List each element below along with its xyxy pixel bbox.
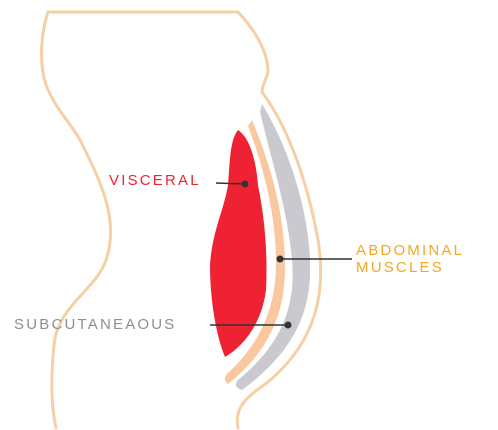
visceral-fat-shape <box>210 130 267 357</box>
subcutaneous-pointer-dot <box>285 322 292 329</box>
subcutaneous-label: SUBCUTANEAOUS <box>14 316 177 333</box>
visceral-pointer-dot <box>242 181 249 188</box>
visceral-label: VISCERAL <box>109 172 201 189</box>
abdominal-pointer-dot <box>277 256 284 263</box>
visceral-leader-line <box>216 183 244 184</box>
abdominal-label-line-1: ABDOMINAL <box>356 242 464 259</box>
abdominal-label-line-2: MUSCLES <box>356 259 464 276</box>
abdominal-muscles-label: ABDOMINAL MUSCLES <box>356 242 464 276</box>
